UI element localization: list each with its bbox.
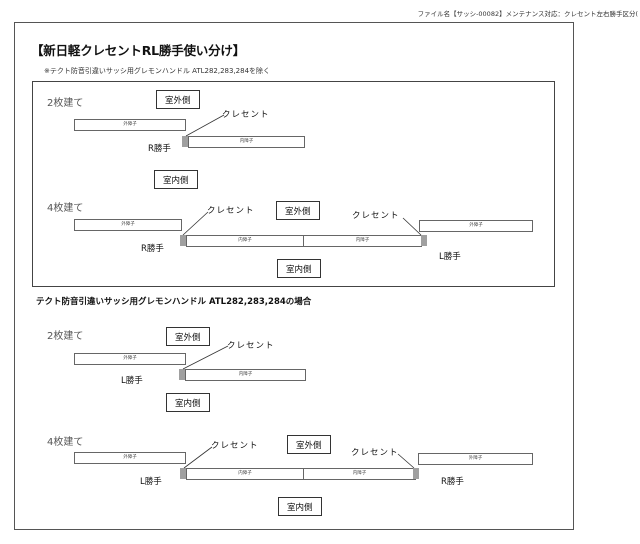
four-panel-label: 4枚建て [47,203,84,214]
outer-sash-text: 外障子 [123,455,137,460]
document-title: 【新日軽クレセントRL勝手使い分け】 [31,43,245,58]
standard-section-box [32,81,555,287]
outer-sash-text: 外障子 [121,222,135,227]
file-name-header: ファイル名【サッシ-00082】メンテナンス対応：クレセント左右勝手区分( [417,10,638,18]
hand-label: L勝手 [439,252,461,262]
indoor-side-label: 室内側 [166,393,210,412]
inner-sash-text: 内障子 [239,139,254,144]
indoor-side-label: 室内側 [277,259,321,278]
crescent-marker [180,468,186,479]
crescent-label: クレセント [351,448,399,458]
inner-sash-text: 内障子 [355,238,370,243]
crescent-label: クレセント [222,110,270,120]
crescent-marker [182,136,188,147]
outdoor-side-label: 室外側 [166,327,210,346]
two-panel-label: 2枚建て [47,98,84,109]
hand-label: R勝手 [141,244,164,254]
inner-sash-panel: 内障子 [303,468,416,480]
outer-sash-panel: 外障子 [74,119,186,131]
outer-sash-panel: 外障子 [418,453,533,465]
inner-sash-text: 内障子 [352,471,367,476]
outer-sash-text: 外障子 [469,223,483,228]
outer-sash-panel: 外障子 [74,452,186,464]
outer-sash-panel: 外障子 [74,353,186,365]
inner-sash-panel: 内障子 [186,235,304,247]
four-panel-label: 4枚建て [47,437,84,448]
grémon-handle-section-title: テクト防音引違いサッシ用グレモンハンドル ATL282,283,284の場合 [36,297,312,307]
crescent-label: クレセント [207,206,255,216]
outer-sash-panel: 外障子 [419,220,533,232]
hand-label: R勝手 [148,144,171,154]
crescent-marker [421,235,427,246]
inner-sash-panel: 内障子 [303,235,422,247]
outer-sash-text: 外障子 [123,356,137,361]
crescent-label: クレセント [227,341,275,351]
inner-sash-panel: 内障子 [185,369,306,381]
crescent-label: クレセント [211,441,259,451]
outdoor-side-label: 室外側 [156,90,200,109]
inner-sash-panel: 内障子 [188,136,305,148]
outer-sash-text: 外障子 [468,456,483,461]
indoor-side-label: 室内側 [278,497,322,516]
exception-note: ※テクト防音引違いサッシ用グレモンハンドル ATL282,283,284を除く [44,67,271,75]
indoor-side-label: 室内側 [154,170,198,189]
crescent-marker [180,235,186,246]
crescent-marker [179,369,185,380]
inner-sash-panel: 内障子 [186,468,304,480]
hand-label: R勝手 [441,477,464,487]
outdoor-side-label: 室外側 [287,435,331,454]
crescent-label: クレセント [352,211,400,221]
two-panel-label: 2枚建て [47,331,84,342]
page-frame [14,22,574,530]
outdoor-side-label: 室外側 [276,201,320,220]
hand-label: L勝手 [140,477,162,487]
inner-sash-text: 内障子 [238,238,252,243]
outer-sash-panel: 外障子 [74,219,182,231]
outer-sash-text: 外障子 [123,122,137,127]
inner-sash-text: 内障子 [238,372,253,377]
inner-sash-text: 内障子 [238,471,252,476]
crescent-marker [413,468,419,479]
hand-label: L勝手 [121,376,143,386]
